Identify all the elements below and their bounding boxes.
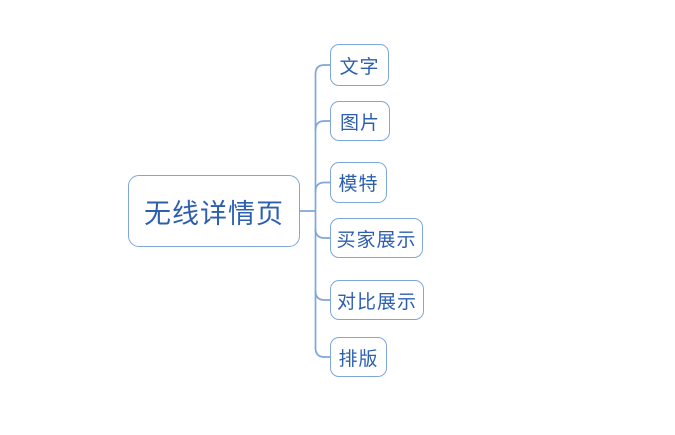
child-node-5[interactable]: 对比展示 [330,280,424,320]
connector-path [314,347,331,358]
child-node-3[interactable]: 模特 [330,162,387,203]
root-node[interactable]: 无线详情页 [128,175,300,247]
child-node-4[interactable]: 买家展示 [330,218,423,258]
connector-path [314,290,331,301]
child-node-6[interactable]: 排版 [330,337,387,377]
connector-path [314,181,331,193]
connector-path [314,120,331,131]
connector-path [314,64,331,75]
child-node-1[interactable]: 文字 [330,44,389,86]
child-node-2[interactable]: 图片 [330,101,390,141]
connector-path [314,228,331,239]
